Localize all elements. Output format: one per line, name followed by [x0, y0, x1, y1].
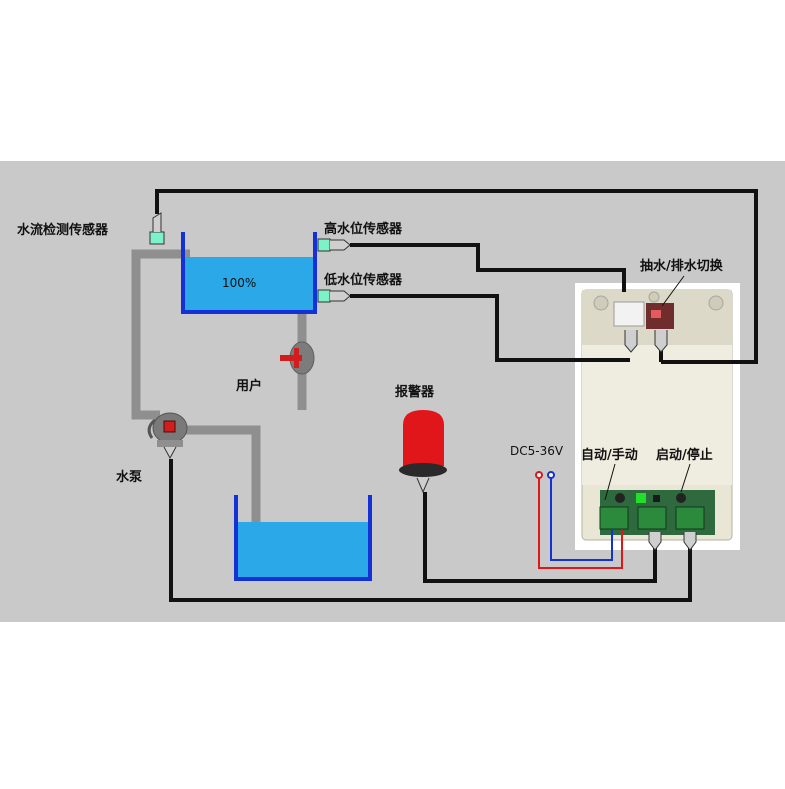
sensor-connector	[613, 301, 645, 327]
pump-icon[interactable]	[147, 412, 188, 460]
terminal-probe-icon	[624, 330, 638, 353]
alarm-label: 报警器	[395, 385, 435, 400]
auto-manual-button-icon[interactable]	[615, 493, 625, 503]
upper-tank-wall	[181, 232, 317, 314]
upper-tank-water	[183, 257, 315, 310]
wire-alarm	[423, 492, 657, 583]
led-indicator-icon	[636, 493, 646, 503]
label-pointers	[604, 275, 691, 501]
pipe-pump-to-tank	[131, 249, 190, 420]
pump-base	[157, 440, 183, 447]
alarm-base	[399, 463, 447, 477]
high-level-sensor-probe	[317, 238, 351, 252]
dc-voltage-label: DC5-36V	[510, 444, 564, 458]
wires	[155, 189, 758, 602]
mount-hole-icon	[648, 291, 660, 303]
auto-manual-label: 自动/手动	[581, 448, 638, 463]
alarm-dome	[403, 410, 444, 466]
terminal-probe-icon	[648, 532, 662, 551]
start-stop-button-icon[interactable]	[676, 493, 686, 503]
terminal-block	[675, 506, 705, 530]
valve-handle[interactable]	[280, 355, 302, 361]
start-stop-label: 启动/停止	[656, 448, 713, 463]
pump-probe-icon	[163, 446, 177, 460]
flow-sensor-probe	[149, 212, 165, 245]
terminal-probe-icon	[654, 330, 668, 353]
pointer-mode-switch	[661, 275, 685, 307]
mode-switch-slider[interactable]	[651, 310, 661, 318]
pump-drain-switch-label: 抽水/排水切换	[640, 259, 723, 274]
controller-center	[582, 345, 732, 485]
pipe-pump-to-reservoir	[185, 425, 261, 522]
pump-housing-line	[147, 418, 156, 439]
power-wire-positive	[538, 478, 623, 569]
sensor-probe-icon	[317, 289, 331, 303]
low-sensor-label: 低水位传感器	[324, 273, 403, 288]
low-level-sensor-probe	[317, 289, 351, 303]
wire-pump	[169, 459, 692, 602]
reservoir-tank	[234, 495, 372, 581]
mount-hole-icon	[593, 295, 609, 311]
high-sensor-label: 高水位传感器	[324, 222, 403, 237]
power-terminal-negative-icon	[547, 471, 555, 479]
power-terminal-positive-icon	[535, 471, 543, 479]
wire-high-sensor	[350, 243, 626, 292]
terminal-probe-icon	[683, 532, 697, 551]
sensor-probe-icon	[317, 238, 331, 252]
sensor-probe-icon	[149, 231, 165, 245]
pointer-start-stop	[680, 463, 691, 493]
user-label: 用户	[236, 379, 263, 394]
wire-low-sensor	[350, 294, 630, 362]
controller-module	[575, 283, 740, 550]
pump-motor-icon	[163, 420, 176, 433]
water-level-label: 100%	[222, 276, 257, 290]
chip-icon	[653, 495, 660, 502]
wire-flow-sensor	[155, 189, 758, 364]
reservoir-wall	[234, 495, 372, 581]
flow-sensor-label: 水流检测传感器	[17, 223, 109, 238]
mount-hole-icon	[708, 295, 724, 311]
pump-label: 水泵	[116, 470, 143, 485]
valve-icon[interactable]	[280, 341, 315, 375]
upper-tank	[181, 232, 317, 314]
valve-handle-cap	[294, 348, 299, 368]
terminal-block	[599, 506, 629, 530]
power-wire-negative	[550, 478, 613, 561]
sensor-tip	[152, 212, 162, 232]
alarm-beacon-icon	[399, 410, 447, 494]
terminal-block	[637, 506, 667, 530]
pointer-auto-manual	[604, 463, 616, 501]
reservoir-water	[236, 522, 368, 577]
